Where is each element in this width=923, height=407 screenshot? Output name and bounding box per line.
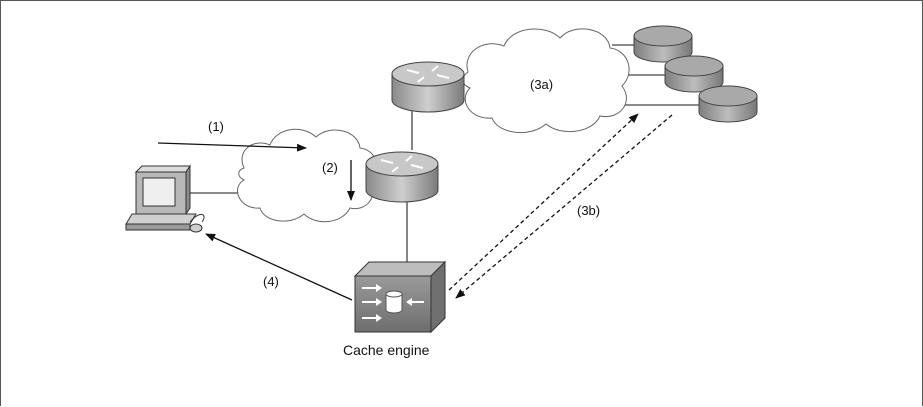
router-arrows-icon — [380, 155, 424, 173]
router-top — [391, 61, 465, 113]
cache-disk-icon — [385, 290, 403, 314]
origin-server-2 — [664, 55, 724, 93]
router-arrows-icon — [406, 65, 450, 83]
step4-label: (4) — [263, 274, 279, 289]
router-middle — [365, 151, 439, 203]
flow-arrows — [157, 113, 673, 301]
cache-engine-caption: Cache engine — [343, 342, 430, 358]
step1-arrow — [157, 142, 307, 152]
step2-label: (2) — [322, 160, 338, 175]
origin-server-3 — [698, 85, 758, 123]
step3a-label: (3a) — [530, 77, 553, 92]
step3b-request-arrow — [448, 113, 639, 291]
step1-label: (1) — [208, 119, 224, 134]
internet-cloud — [462, 28, 630, 134]
cache-engine-icon — [353, 260, 447, 334]
local-network-cloud — [237, 128, 377, 223]
origin-server-1 — [633, 25, 693, 63]
step3b-response-arrow — [455, 114, 673, 299]
client-pc-icon — [125, 164, 205, 233]
step4-arrow — [205, 233, 353, 301]
cache-arrows-icon — [362, 284, 424, 322]
step3b-label: (3b) — [577, 203, 600, 218]
